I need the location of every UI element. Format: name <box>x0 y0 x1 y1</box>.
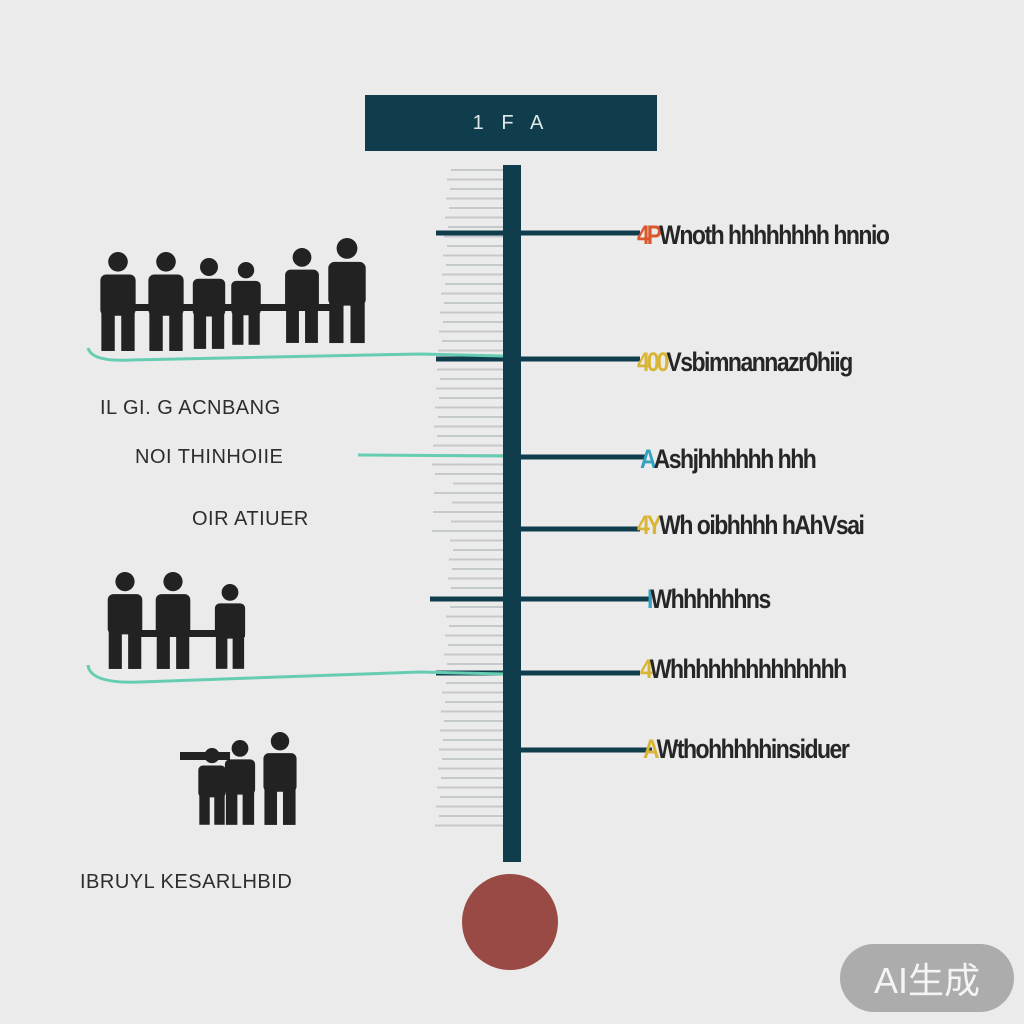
right-label-accent: 4P <box>637 219 662 250</box>
right-label-text: Whhhhhhhhhhhhhh <box>649 653 847 684</box>
right-label-text: Wnoth hhhhhhhh hnnio <box>659 219 890 250</box>
right-label-7: AWthohhhhhinsiduer <box>643 733 850 765</box>
table-bar <box>180 752 230 760</box>
person-icon <box>214 584 246 669</box>
right-label-accent: 400 <box>637 346 669 377</box>
person-icon <box>285 248 319 343</box>
person-icon <box>100 251 136 351</box>
right-label-1: 4PWnoth hhhhhhhh hnnio <box>637 219 890 251</box>
person-icon <box>224 740 256 825</box>
right-label-accent: A <box>640 443 657 474</box>
right-label-6: 4Whhhhhhhhhhhhhh <box>640 653 847 685</box>
left-label-1: IL GI. G ACNBANG <box>100 397 281 419</box>
right-label-2: 400Vsbimnannazr0hiig <box>637 346 853 378</box>
timeline-axis <box>503 165 521 862</box>
connector-line <box>86 664 504 684</box>
right-label-5: IWhhhhhhns <box>647 583 771 615</box>
right-label-text: Vsbimnannazr0hiig <box>666 346 853 377</box>
table-bar <box>130 630 245 637</box>
right-label-accent: A <box>643 733 660 764</box>
right-label-text: Wh oibhhhh hAhVsai <box>659 509 865 540</box>
title-banner: 1 F A <box>365 95 657 151</box>
connector-line <box>86 347 504 362</box>
right-label-text: Whhhhhhns <box>650 583 771 614</box>
scale-ticks <box>432 169 503 827</box>
person-icon <box>328 238 366 344</box>
left-label-4: IBRUYL KESARLHBID <box>80 871 293 893</box>
person-icon <box>263 732 297 825</box>
table-bar <box>120 304 330 311</box>
people-groups <box>100 238 366 825</box>
right-label-accent: 4 <box>640 653 653 684</box>
right-label-text: Wthohhhhhinsiduer <box>656 733 850 764</box>
connector-lines <box>86 347 504 684</box>
right-label-3: AAshjhhhhhh hhh <box>640 443 817 475</box>
left-label-2: NOI THINHOIIE <box>135 446 284 468</box>
ai-generated-watermark: AI生成 <box>840 944 1014 1012</box>
person-icon <box>231 262 261 345</box>
thermometer-bulb <box>462 874 558 970</box>
right-label-accent: 4Y <box>637 509 662 540</box>
right-label-4: 4YWh oibhhhh hAhVsai <box>637 509 865 541</box>
left-label-3: OIR ATIUER <box>192 508 309 530</box>
person-icon <box>148 251 184 351</box>
right-label-text: Ashjhhhhhh hhh <box>653 443 817 474</box>
person-icon <box>155 572 191 669</box>
person-icon <box>107 572 143 669</box>
branch-lines <box>430 230 652 753</box>
connector-line <box>357 453 504 458</box>
person-icon <box>192 258 226 349</box>
